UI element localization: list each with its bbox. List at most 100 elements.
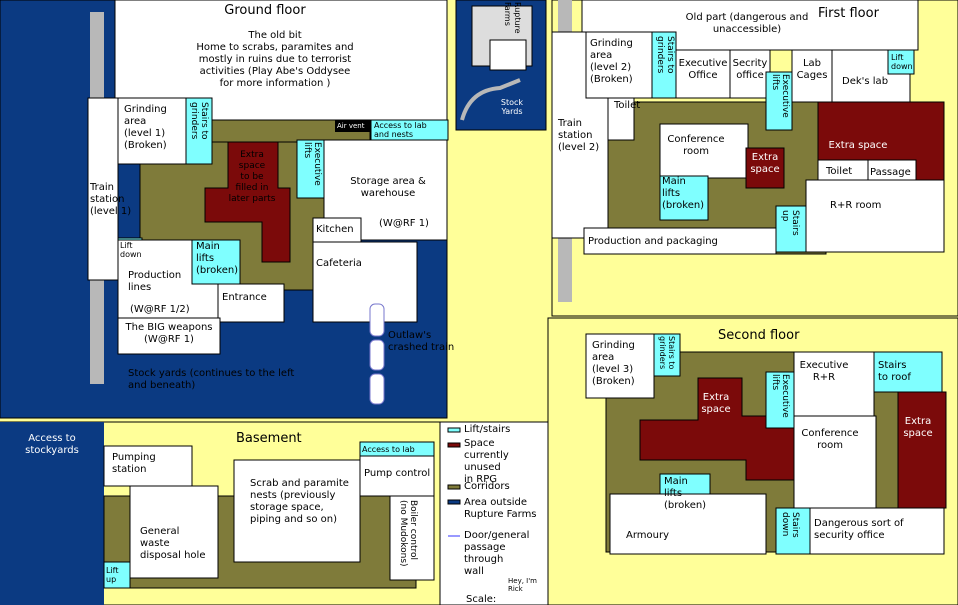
first-rr-room-label: R+R room	[830, 200, 882, 211]
second-extra-space-right-label: Extra space	[903, 416, 933, 439]
ground-old-bit-label: The old bit Home to scrabs, paramites an…	[196, 30, 354, 89]
legend-swatch-corridor	[447, 484, 461, 490]
second-extra-space-left-label: Extra space	[701, 392, 731, 415]
basement-disposal-label: General waste disposal hole	[140, 526, 206, 561]
second-grinding-label: Grinding area (level 3) (Broken)	[592, 340, 635, 387]
second-armoury-label: Armoury	[626, 530, 670, 541]
first-deks-lab-label: Dek's lab	[842, 76, 889, 87]
ground-big-weapons	[117, 317, 221, 355]
first-stairs-grinders-label: Stairs to grinders	[655, 36, 675, 74]
inset-stock-yards-label: Stock Yards	[500, 98, 524, 116]
first-executive-office-label: Executive Office	[678, 58, 728, 81]
ground-lift-down-label: Lift down	[120, 241, 142, 259]
ground-air-vent-strip	[335, 120, 371, 132]
ground-executive-lifts-label: Executive lifts	[302, 142, 322, 186]
basement-boiler-label: Boiler control (no Mudokons)	[398, 500, 418, 567]
ground-floor-title: Ground floor	[224, 3, 306, 18]
ground-production-code: (W@RF 1/2)	[130, 304, 190, 315]
basement-lift-up	[103, 561, 131, 589]
first-old-part-label: Old part (dangerous and unaccessible)	[685, 12, 809, 35]
second-stairs-roof	[873, 351, 943, 393]
ground-stairs-grinders	[185, 97, 213, 165]
ground-stairs-grinders-label: Stairs to grinders	[189, 102, 209, 140]
first-security-office-label: Secrity office	[732, 58, 768, 81]
second-stairs-down-label: Stairs down	[780, 512, 800, 538]
first-rr-room	[805, 179, 945, 253]
ground-grinding-label: Grinding area (level 1) (Broken)	[124, 104, 167, 151]
ground-storage-area	[323, 139, 448, 241]
first-passage-label: Passage	[870, 167, 911, 178]
legend-swatch-door	[448, 535, 460, 537]
ground-storage-label: Storage area & warehouse	[350, 176, 426, 199]
second-floor-panel	[547, 317, 958, 605]
first-toilet-label: Toilet	[614, 100, 641, 111]
ground-access-lab-label: Access to lab and nests	[374, 121, 427, 139]
first-train-station-label: Train station (level 2)	[558, 118, 600, 153]
second-conference-label: Conference room	[801, 428, 859, 451]
first-floor-title: First floor	[818, 6, 879, 21]
first-conference-label: Conference room	[667, 134, 725, 157]
basement-panel	[0, 421, 441, 605]
ground-stock-yards-label: Stock yards (continues to the left and b…	[128, 368, 295, 391]
second-executive-lifts-label: Executive lifts	[770, 374, 790, 418]
legend-door-label: Door/general passage through wall	[464, 530, 530, 577]
legend-bg	[439, 421, 549, 605]
first-executive-office	[675, 49, 731, 99]
basement-pump-control-label: Pump control	[364, 468, 431, 479]
first-stairs-up-label: Stairs up	[780, 210, 800, 236]
basement-nests	[233, 459, 361, 563]
ground-train-station	[87, 97, 119, 281]
basement-access-stockyards-label: Access to stockyards	[25, 433, 79, 456]
first-stairs-grinders	[651, 31, 677, 99]
ground-storage-code: (W@RF 1)	[379, 218, 429, 229]
first-main-lifts	[659, 175, 709, 221]
inset-rupture-farms-label: Rupture Farms	[503, 2, 522, 34]
legend-swatch-unused	[447, 442, 461, 448]
legend-swatch-outside	[447, 499, 461, 505]
legend-unused-label: Space currently unused in RPG	[464, 438, 509, 485]
first-production-label: Production and packaging	[588, 236, 718, 247]
first-lift-down-label: Lift down	[891, 53, 913, 71]
first-production	[583, 227, 777, 255]
legend-lift-label: Lift/stairs	[464, 424, 511, 435]
second-security-office	[809, 507, 945, 555]
second-stairs-grinders-label: Stairs to grinders	[658, 336, 676, 370]
ground-kitchen-label: Kitchen	[316, 224, 354, 235]
second-conference-room	[793, 415, 877, 511]
ground-air-vent-label: Air vent	[337, 122, 365, 130]
ground-main-lifts-label: Main lifts (broken)	[196, 241, 239, 276]
first-grinding-label: Grinding area (level 2) (Broken)	[590, 38, 633, 85]
first-extra-space-label: Extra space	[828, 140, 888, 151]
basement-pumping-station	[103, 445, 193, 487]
second-executive-rr-label: Executive R+R	[799, 360, 849, 383]
ground-entrance	[217, 283, 285, 323]
legend-corridors-label: Corridors	[464, 481, 510, 492]
ground-outlaw-train-label: Outlaw's crashed train	[388, 330, 455, 353]
second-floor-title: Second floor	[718, 328, 800, 343]
second-armoury	[609, 493, 767, 555]
second-stairs-roof-label: Stairs to roof	[878, 360, 911, 383]
ground-extra-space	[204, 141, 291, 263]
ground-entrance-label: Entrance	[222, 292, 267, 303]
second-extra-space-left	[639, 377, 795, 481]
ground-cafeteria	[312, 241, 418, 323]
ground-floor-panel	[0, 0, 449, 419]
first-toilet-right-label: Toilet	[826, 166, 853, 177]
second-grinding-area	[585, 333, 655, 399]
basement-outside-area	[0, 422, 104, 605]
ground-production-label: Production lines	[128, 270, 182, 293]
basement-title: Basement	[236, 431, 302, 446]
basement-nests-label: Scrab and paramite nests (previously sto…	[250, 478, 349, 525]
basement-boiler-control	[389, 495, 435, 581]
second-security-office-label: Dangerous sort of security office	[814, 518, 904, 541]
ground-train-station-label: Train station (level 1)	[90, 182, 132, 217]
second-stairs-grinders	[653, 333, 681, 377]
ground-extra-space-label: Extra space to be filled in later parts	[228, 150, 276, 204]
second-executive-rr	[793, 351, 875, 417]
legend-panel	[439, 421, 549, 605]
ground-executive-lifts	[296, 139, 326, 199]
inset-farms-building	[489, 39, 527, 71]
basement-lift-up-label: Lift up	[106, 566, 119, 584]
